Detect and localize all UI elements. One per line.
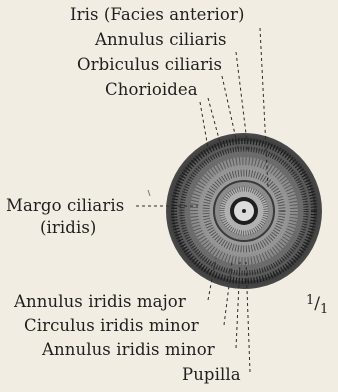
label-margo-ciliaris-iridis: (iridis): [40, 218, 96, 238]
label-chorioidea: Chorioidea: [105, 80, 198, 100]
scale-denominator: 1: [320, 302, 328, 317]
label-circulus-iridis-minor: Circulus iridis minor: [24, 316, 199, 336]
label-pupilla: Pupilla: [182, 365, 241, 385]
label-orbiculus-ciliaris: Orbiculus ciliaris: [77, 55, 222, 75]
scale-numerator: 1: [306, 293, 314, 308]
label-margo-ciliaris: Margo ciliaris: [6, 196, 124, 216]
tick-mark: [148, 190, 150, 196]
label-annulus-ciliaris: Annulus ciliaris: [95, 30, 227, 50]
scale-fraction: 1/1: [306, 296, 328, 314]
label-annulus-iridis-major: Annulus iridis major: [14, 292, 186, 312]
label-iris-facies-anterior: Iris (Facies anterior): [70, 5, 244, 25]
label-annulus-iridis-minor: Annulus iridis minor: [42, 340, 215, 360]
